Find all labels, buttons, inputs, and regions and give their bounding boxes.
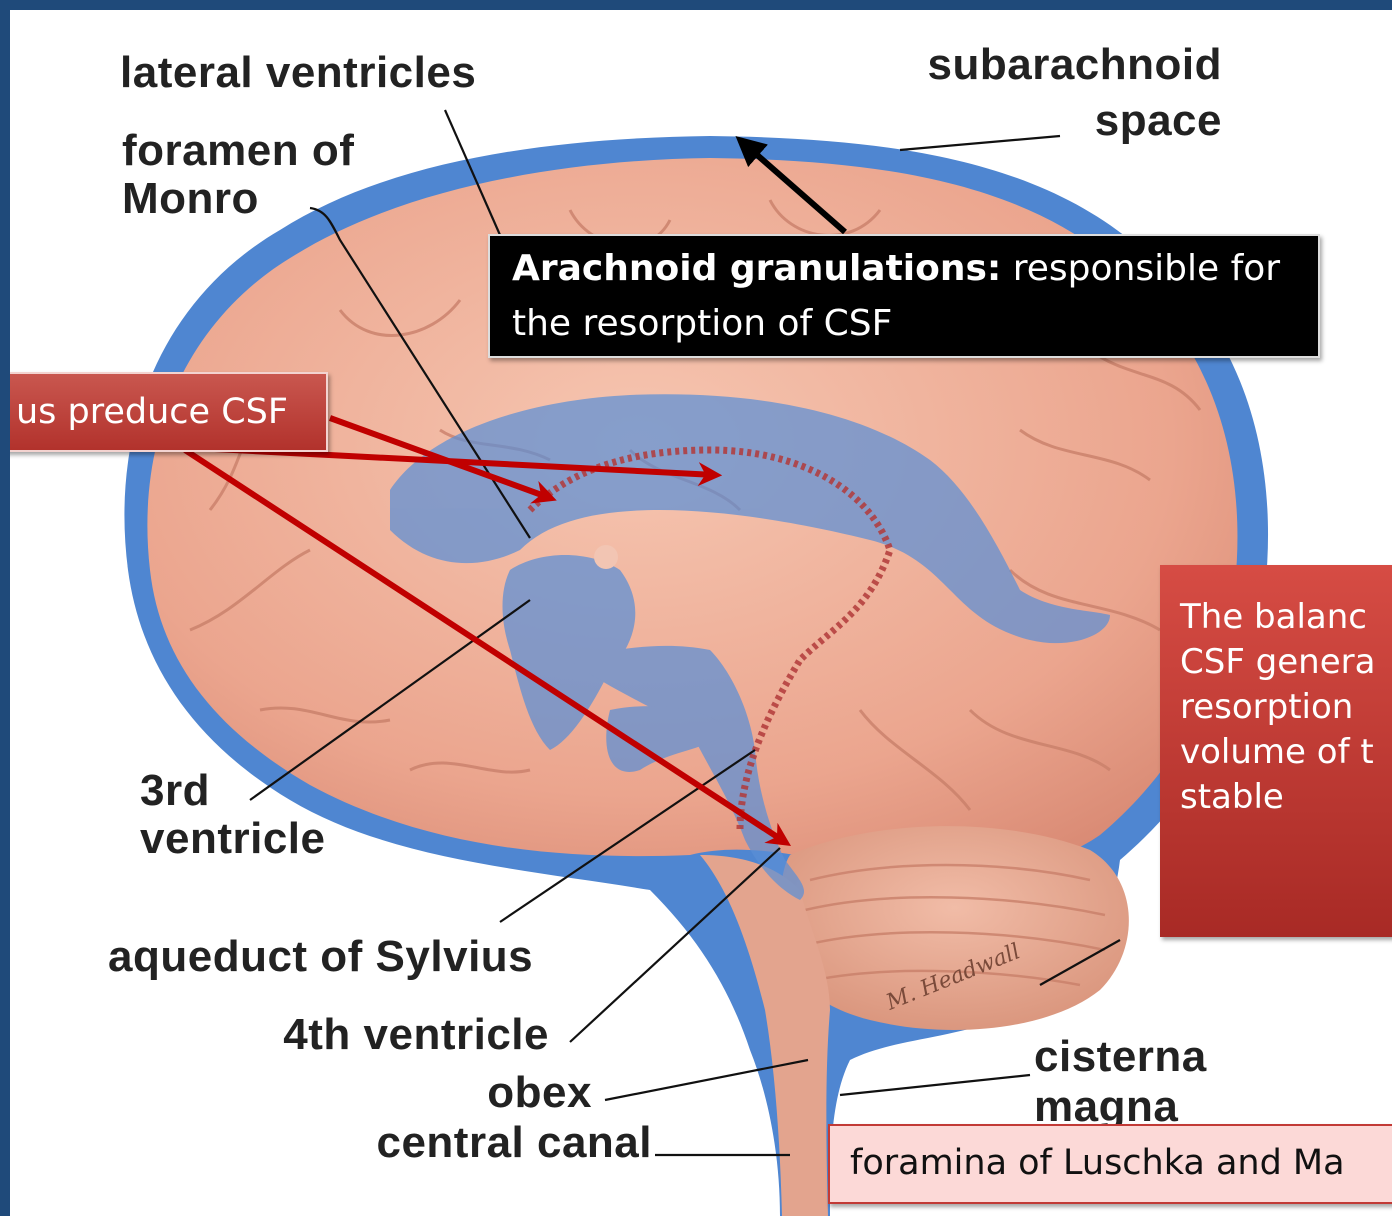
label-lateral-ventricles: lateral ventricles bbox=[120, 48, 476, 98]
label-central-canal: central canal bbox=[376, 1118, 652, 1168]
cerebellum bbox=[780, 826, 1129, 1030]
label-3rd: 3rd bbox=[140, 766, 210, 816]
arachnoid-callout-title: Arachnoid granulations: bbox=[512, 248, 1001, 289]
label-monro: Monro bbox=[122, 174, 259, 224]
slide: M. Headwall lateral ventricles foramen o… bbox=[10, 10, 1392, 1216]
foramina-callout: foramina of Luschka and Ma bbox=[828, 1124, 1392, 1204]
label-space: space bbox=[1095, 96, 1222, 146]
massa-intermedia bbox=[594, 545, 618, 569]
label-foramen-of: foramen of bbox=[122, 126, 354, 176]
label-aqueduct-of-sylvius: aqueduct of Sylvius bbox=[108, 932, 533, 982]
label-obex: obex bbox=[487, 1068, 592, 1118]
label-ventricle: ventricle bbox=[140, 814, 325, 864]
csf-balance-callout: The balanc CSF genera resorption volume … bbox=[1160, 565, 1392, 937]
label-cisterna: cisterna bbox=[1034, 1032, 1207, 1082]
arachnoid-granulations-callout: Arachnoid granulations: responsible for … bbox=[488, 234, 1320, 358]
label-subarachnoid: subarachnoid bbox=[928, 40, 1223, 90]
label-4th-ventricle: 4th ventricle bbox=[283, 1010, 549, 1060]
choroid-plexus-callout: us preduce CSF bbox=[10, 372, 328, 452]
